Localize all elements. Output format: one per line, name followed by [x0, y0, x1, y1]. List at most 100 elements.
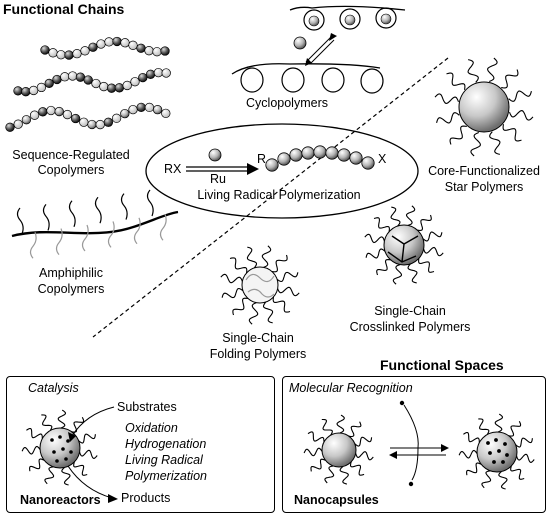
chain-end-label: X: [378, 152, 387, 166]
nanocapsule-panel: [282, 376, 546, 513]
arm: [57, 409, 67, 429]
bottom-backbone: [231, 63, 381, 75]
ring: [303, 9, 325, 31]
catalyst-dot: [69, 450, 73, 454]
arm: [494, 413, 504, 433]
monomer-bead: [83, 75, 93, 85]
star-arm: [508, 90, 532, 102]
products-label: Products: [121, 491, 171, 505]
catalyst-dot: [52, 450, 56, 454]
monomer-bead: [5, 122, 15, 132]
nanocapsules-label: Nanocapsules: [294, 493, 379, 507]
monomer-bead: [152, 105, 163, 115]
arm: [44, 466, 55, 485]
chain-bead: [265, 158, 279, 172]
arm: [336, 414, 345, 434]
arm: [41, 414, 53, 431]
arrowhead: [389, 451, 397, 459]
reaction-arrowhead: [247, 163, 259, 175]
guest-molecule: [399, 400, 405, 406]
star-arm: [436, 112, 460, 124]
product-arrow: [67, 465, 113, 499]
arm: [303, 447, 323, 457]
folding-graphic: [220, 245, 300, 325]
star-arm: [467, 59, 479, 83]
arm: [307, 431, 325, 443]
folded-segments: [245, 273, 275, 298]
arm: [498, 471, 508, 490]
arm: [407, 263, 418, 284]
arm: [277, 286, 300, 297]
arm: [261, 245, 272, 268]
arm: [481, 470, 492, 489]
arm: [310, 458, 326, 472]
hydrophilic-side-chain: [159, 213, 167, 241]
folding-label-line2: Folding Polymers: [209, 347, 307, 361]
star-arm: [508, 110, 534, 121]
center-polymer-chain: [265, 145, 375, 172]
reaction-oxidation: Oxidation: [125, 421, 178, 435]
monomer-bead: [91, 78, 101, 89]
guest-bead: [308, 15, 320, 27]
arm: [349, 461, 365, 476]
arm: [510, 465, 525, 480]
backbone: [11, 210, 179, 238]
arrowhead: [68, 432, 76, 442]
amphiphilic-label-line2: Copolymers: [37, 282, 105, 296]
ring: [321, 67, 345, 93]
arm: [221, 287, 244, 299]
hydrophilic-side-chain: [107, 221, 115, 248]
monomer-bead: [60, 72, 70, 82]
monomer-bead: [29, 110, 40, 120]
empty-capsule: [321, 432, 357, 468]
ring: [339, 8, 361, 30]
arm: [466, 462, 482, 476]
core-functionalized-star-graphic: [434, 57, 534, 157]
arm: [324, 465, 335, 484]
star-arm: [446, 72, 466, 90]
guest-path: [403, 404, 419, 481]
top-backbone: [289, 5, 406, 11]
arm: [458, 449, 478, 459]
arm: [79, 449, 98, 459]
guest-bead: [380, 13, 392, 25]
crosslinked-label-line2: Crosslinked Polymers: [349, 320, 471, 334]
chain-bead: [313, 145, 327, 159]
catalyst-dot: [66, 439, 70, 443]
monomer-bead: [79, 117, 89, 127]
arm: [422, 231, 443, 242]
crosslinked-graphic: [364, 205, 444, 285]
arm: [365, 248, 386, 259]
catalyst-dot: [61, 447, 65, 451]
monomer-bead: [46, 105, 56, 116]
hydrophobic-side-chain: [146, 189, 154, 217]
sequence-regulated-label-line2: Copolymers: [37, 163, 105, 177]
monomer-bead: [114, 83, 125, 93]
chain-bead: [289, 148, 303, 162]
arm: [21, 445, 41, 455]
monomer-bead: [80, 46, 90, 56]
monomer-bead: [87, 119, 97, 130]
ring: [281, 67, 305, 93]
nanoreactors-label: Nanoreactors: [20, 493, 101, 507]
monomer-bead: [21, 87, 31, 97]
catalyst-dot: [55, 459, 59, 463]
monomer-bead: [104, 37, 114, 47]
arrowhead: [441, 444, 449, 452]
arm: [418, 258, 435, 273]
arm: [405, 205, 416, 226]
monomer-bead: [56, 50, 66, 60]
guest-molecule: [408, 481, 414, 487]
arm: [373, 217, 390, 232]
reaction-polymerization: Polymerization: [125, 469, 207, 483]
monomer-bead: [144, 102, 155, 113]
star-arm: [501, 69, 519, 89]
monomer-bead: [103, 117, 114, 127]
center-ellipse: [145, 123, 419, 219]
arm: [272, 296, 291, 313]
star-arm: [470, 131, 481, 157]
arm: [423, 246, 444, 257]
monomer-bead: [88, 42, 98, 52]
catalyst-dot: [50, 438, 54, 442]
